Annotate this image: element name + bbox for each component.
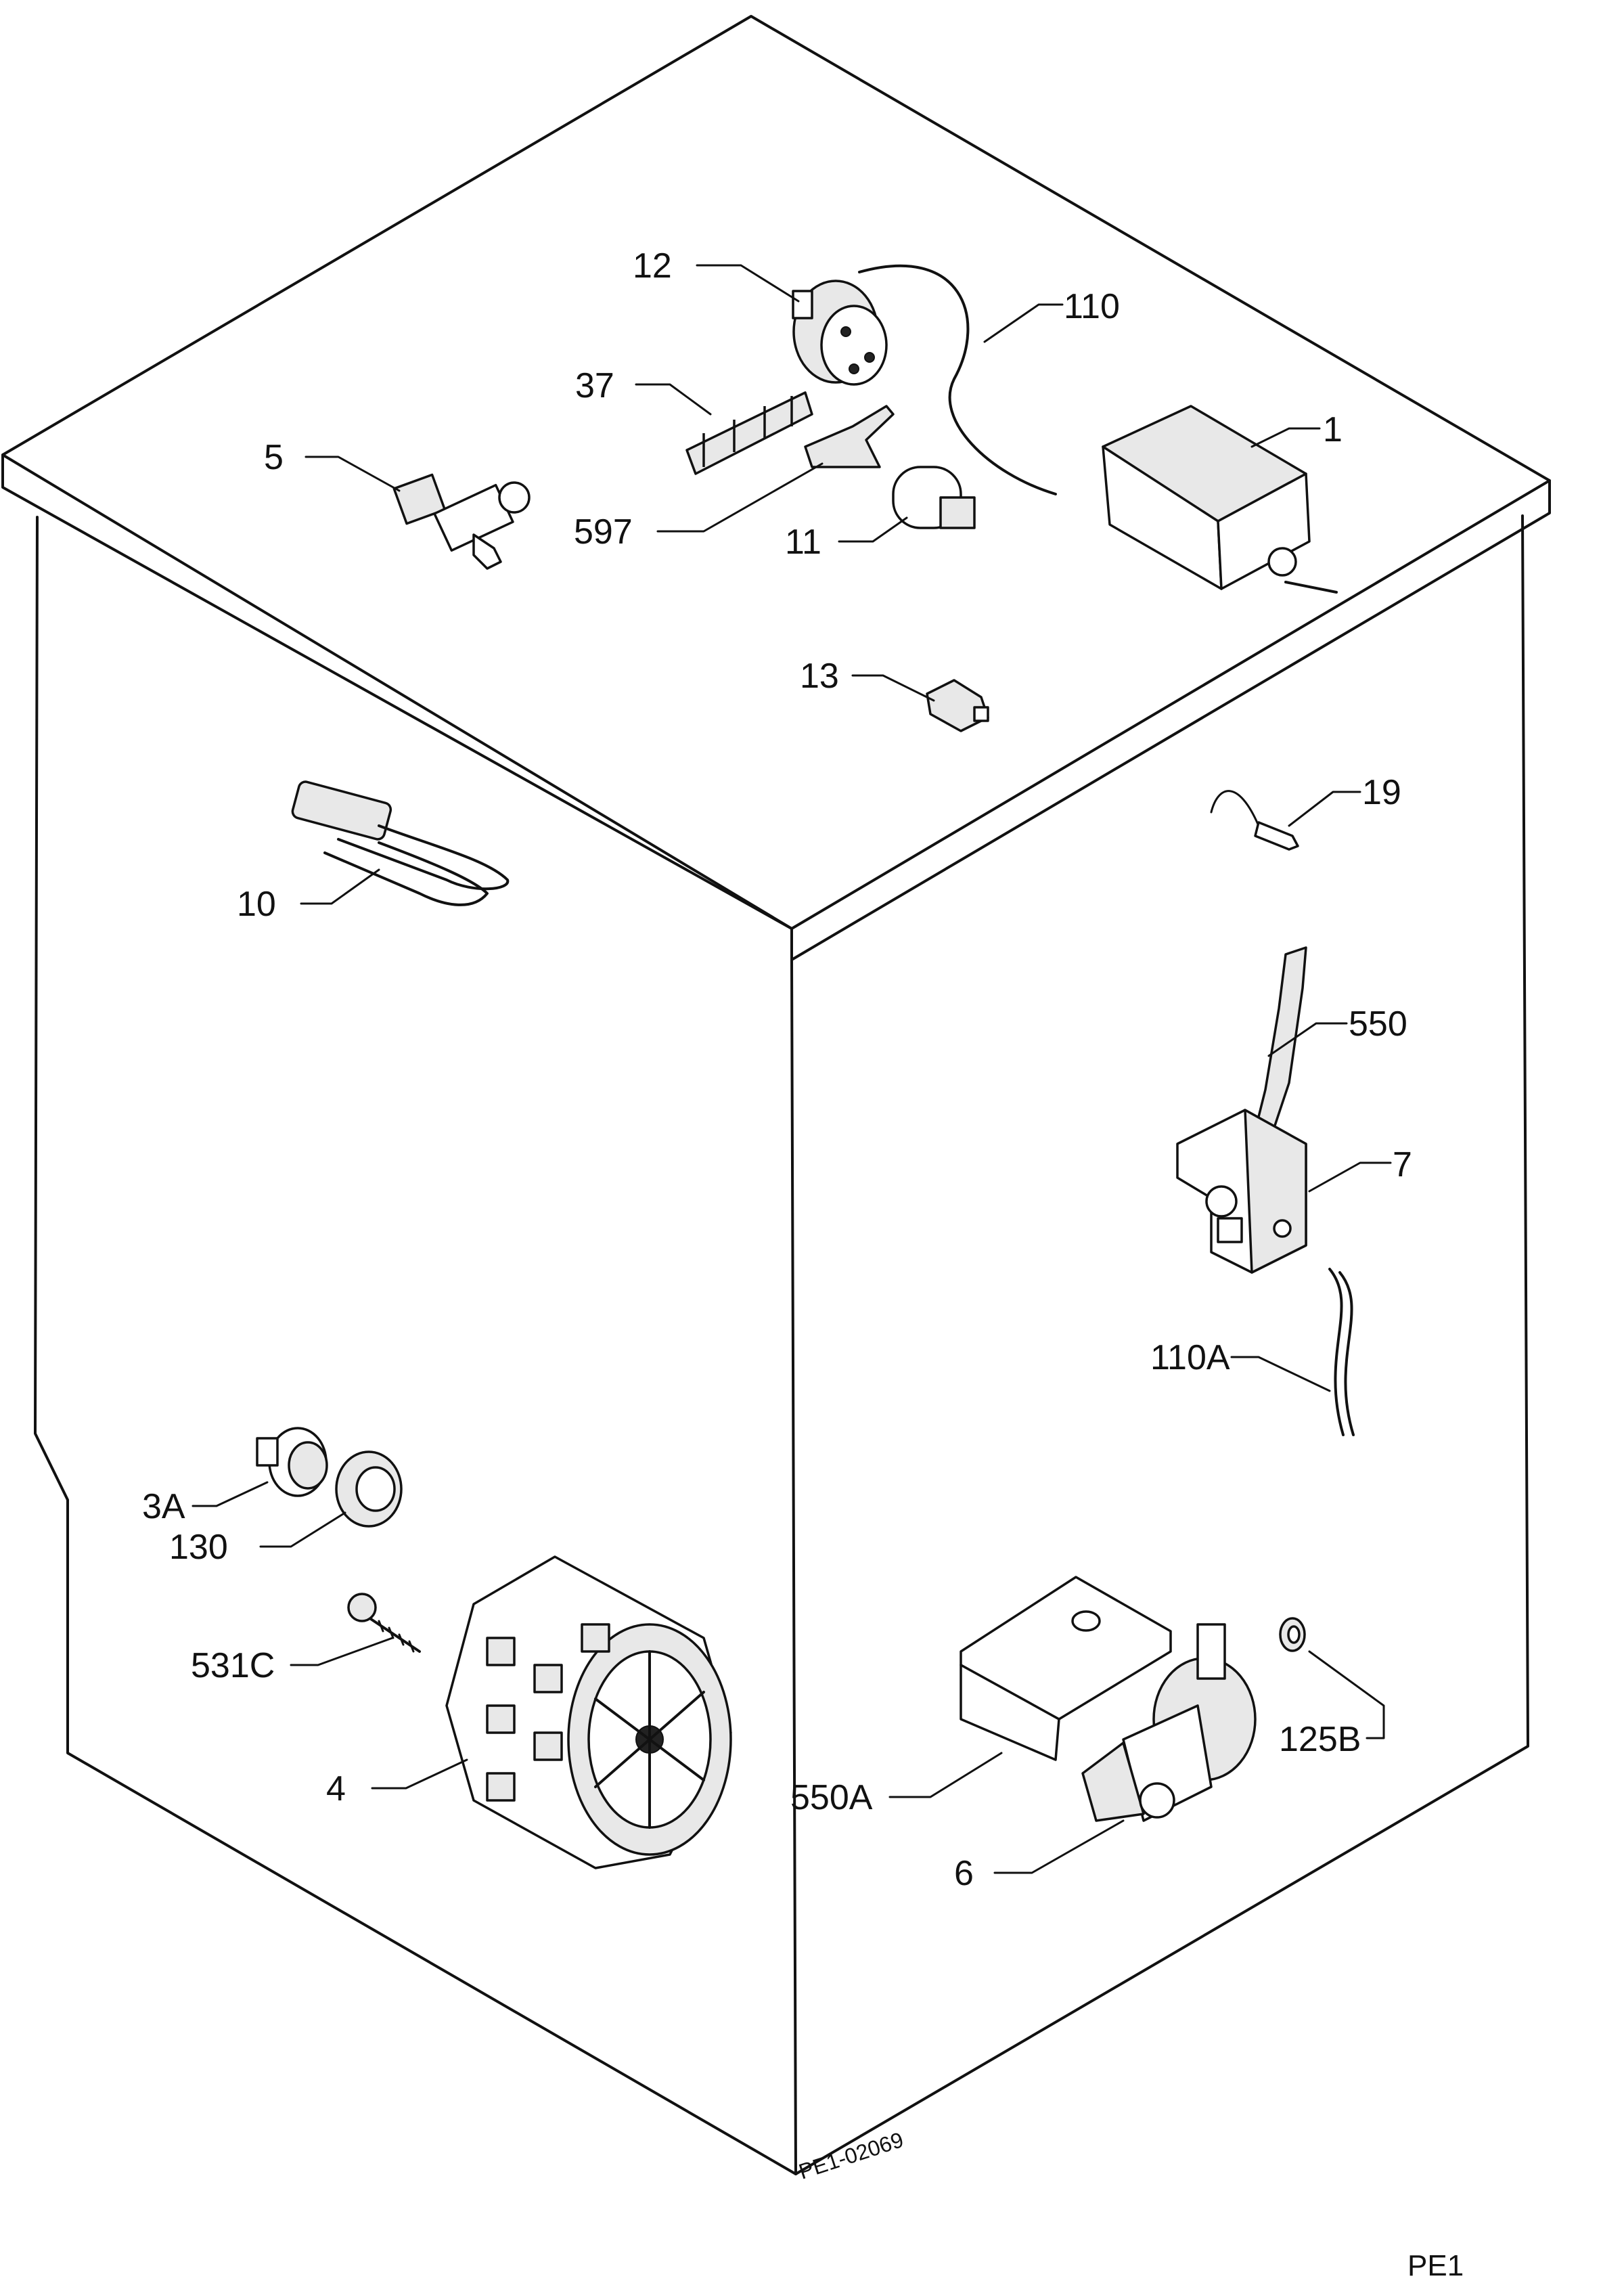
callout-6: 6 [954,1854,974,1893]
sensor-part [1210,790,1299,851]
motor-part [445,1555,732,1869]
callout-19: 19 [1362,773,1401,812]
clip-part [804,405,895,468]
drain-pump-part [1081,1623,1257,1822]
cabinet-outline [1,15,1551,2175]
pump-cover-part [960,1576,1172,1761]
hose-part [858,264,1057,495]
screw-part [347,1593,421,1653]
programmer-part [1102,405,1338,594]
callout-13: 13 [800,657,839,696]
callout-110a: 110A [1150,1338,1230,1377]
terminal-block-part [685,391,813,475]
callout-10: 10 [237,885,276,924]
gasket-ring-part [335,1450,403,1528]
callout-labels: 12 110 37 5 1 597 11 13 19 10 550 7 110A… [142,246,1412,1893]
callout-11: 11 [785,523,821,562]
callout-3a: 3A [142,1487,185,1526]
callout-37: 37 [575,366,614,405]
callout-12: 12 [633,246,672,286]
pressure-switch-part [792,280,888,386]
connector-part [926,679,989,732]
heating-element-part [291,780,510,906]
callout-7: 7 [1393,1145,1412,1184]
leader-lines [191,264,1392,1874]
callout-125b: 125B [1279,1720,1361,1759]
callout-550: 550 [1349,1004,1407,1044]
short-hose-part [1328,1268,1345,1436]
figure-code: PE1-02069 [796,2127,906,2184]
washer-part [1279,1617,1306,1652]
callout-550a: 550A [790,1778,873,1817]
callout-597: 597 [574,512,633,552]
callout-1: 1 [1323,410,1343,449]
short-hose-part-edge [1338,1271,1355,1436]
knob-part [256,1427,328,1497]
door-lock-part [1176,1109,1307,1274]
corner-label: PE1 [1407,2249,1464,2282]
callout-4: 4 [326,1769,346,1809]
inlet-valve-part [392,473,531,570]
capacitor-part [892,466,976,529]
callout-110: 110 [1064,287,1120,326]
callout-130: 130 [169,1528,228,1567]
callout-5: 5 [264,438,284,477]
callout-531c: 531C [191,1646,275,1685]
